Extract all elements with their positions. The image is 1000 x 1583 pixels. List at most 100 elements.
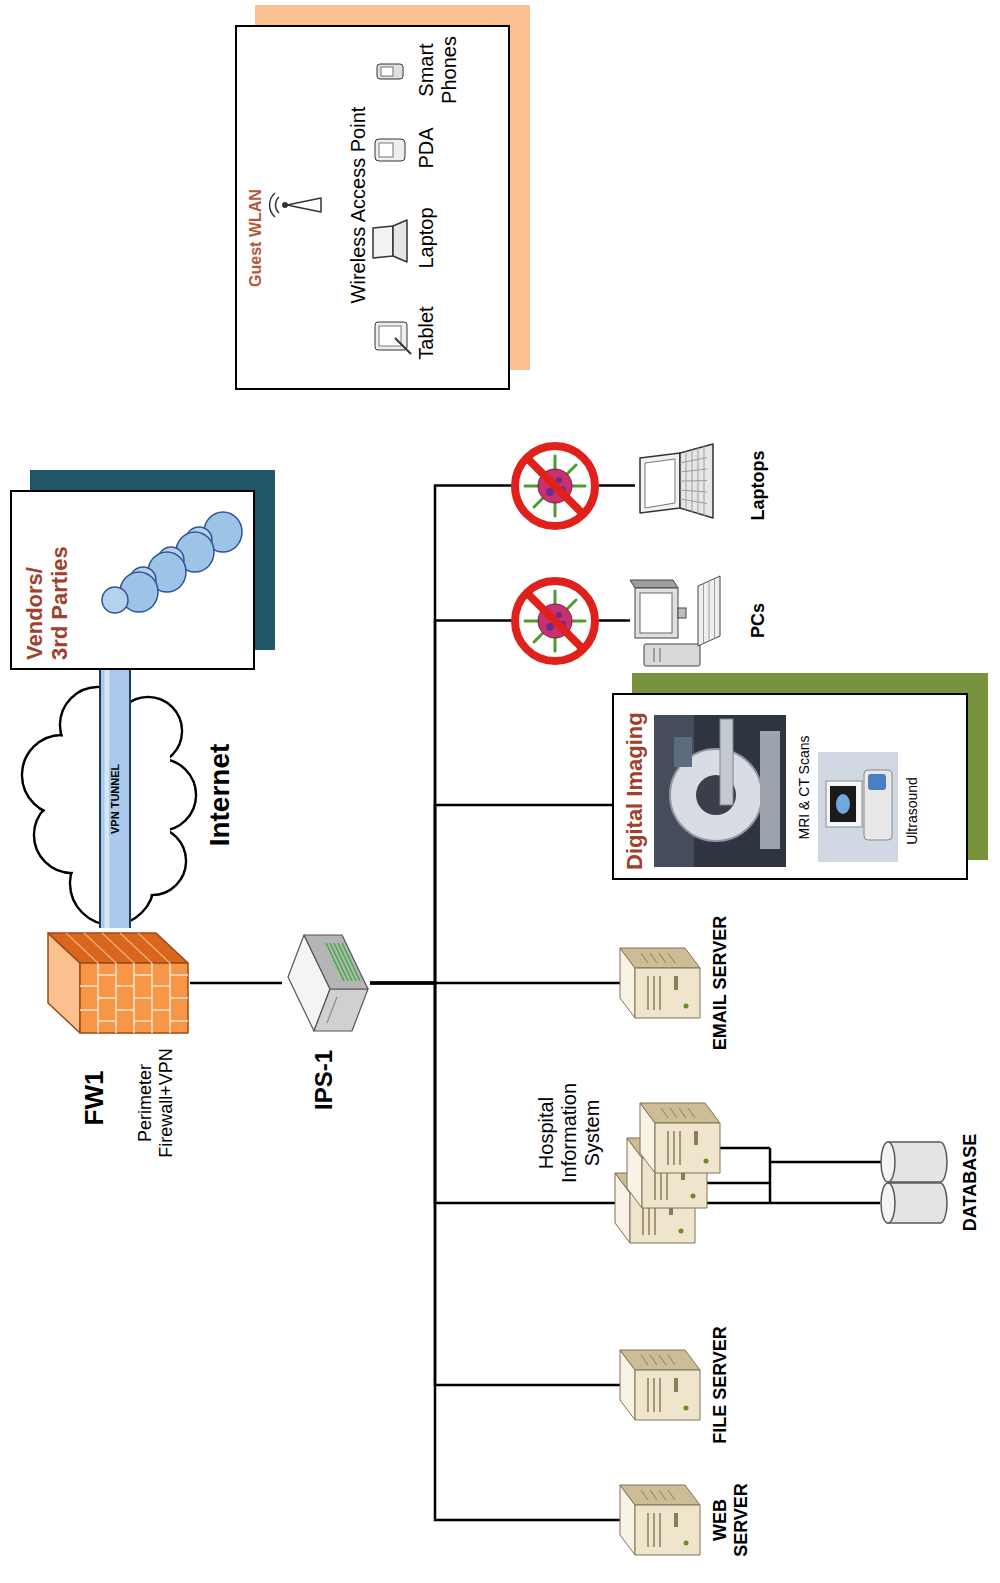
network-link	[720, 1203, 880, 1204]
connector-line	[370, 805, 612, 983]
detail-line	[647, 976, 649, 1010]
laptop-node: Laptops	[635, 443, 720, 528]
antivirus-symbol	[515, 446, 595, 526]
server-led	[704, 1159, 709, 1164]
server-led	[684, 1541, 689, 1546]
ultrasound-panel	[868, 774, 886, 790]
detail-line	[680, 490, 707, 492]
wlan-box: Guest WLANWireless Access PointTabletLap…	[235, 25, 510, 390]
ips-front	[314, 989, 368, 1031]
detail-line	[650, 1490, 657, 1500]
image-caption: Ultrasound	[904, 752, 920, 870]
detail-line	[673, 1131, 675, 1165]
database-cylinder	[881, 1183, 947, 1223]
database-icon	[880, 1140, 950, 1225]
keyboard	[698, 576, 720, 646]
mri-photo	[654, 715, 786, 867]
brick-line	[151, 963, 153, 1033]
detail-line	[653, 648, 654, 662]
device-name: PCs	[748, 573, 769, 668]
device-name: Hospital Information System	[535, 1068, 604, 1198]
database-node: DATABASE	[880, 1140, 950, 1225]
detail-line	[661, 1108, 668, 1118]
device-name: DATABASE	[960, 1115, 981, 1250]
server-drive	[674, 1513, 678, 1527]
server-node: WEB SERVER	[620, 1485, 700, 1555]
pda-icon	[375, 139, 405, 161]
network-link	[190, 983, 282, 984]
pda-screen	[379, 143, 393, 157]
monitor-stand	[678, 608, 686, 618]
ultrasound-monitor	[826, 781, 862, 827]
database-wiring	[695, 1148, 881, 1203]
brick-line	[80, 1009, 98, 1011]
detail-line	[667, 1131, 669, 1165]
server-icon	[620, 948, 700, 1018]
database-cylinder	[881, 1142, 947, 1182]
server-led	[684, 1406, 689, 1411]
brick-line	[115, 963, 117, 1033]
connector-line	[370, 486, 635, 984]
connector-line	[720, 1202, 880, 1205]
laptop-screen	[645, 459, 675, 508]
ultrasound-screen	[830, 786, 856, 822]
person-head	[102, 587, 128, 613]
connector-line	[370, 621, 630, 984]
server-node: EMAIL SERVER	[620, 948, 700, 1018]
detail-line	[688, 1108, 695, 1118]
network-link	[370, 983, 615, 1203]
server-led	[679, 1229, 684, 1234]
detail-line	[709, 581, 710, 641]
firewall-side	[48, 933, 188, 963]
network-link	[370, 805, 612, 983]
detail-line	[679, 1108, 686, 1118]
detail-line	[680, 499, 707, 504]
detail-line	[659, 1490, 666, 1500]
brick-line	[84, 933, 116, 963]
network-link	[370, 983, 620, 1385]
cluster-icon	[615, 1103, 720, 1243]
antivirus-symbol	[515, 581, 595, 661]
connector-line	[370, 983, 620, 1385]
device-caption: Tablet	[415, 293, 438, 373]
network-link	[370, 621, 630, 984]
edge-label: VPN TUNNEL	[109, 762, 122, 836]
detail-line	[659, 1378, 661, 1412]
photo-panel	[674, 737, 692, 767]
detail-line	[653, 1513, 655, 1547]
photo-ground	[818, 752, 898, 862]
detail-line	[659, 648, 660, 662]
pipe-outline	[99, 670, 131, 928]
cylinder-top	[881, 1142, 895, 1182]
detail-line	[679, 1131, 681, 1165]
antenna-mast	[287, 198, 321, 212]
device-caption: Perimeter Firewall+VPN	[135, 1038, 176, 1168]
brick-line	[116, 985, 134, 987]
phone-screen	[381, 67, 393, 76]
server-side	[620, 1485, 700, 1505]
wlan-icon	[235, 25, 510, 390]
server-side	[620, 1350, 700, 1370]
detail-line	[650, 953, 657, 963]
server-node: FILE SERVER	[620, 1350, 700, 1420]
ips-light	[338, 943, 356, 981]
brick-line	[134, 997, 152, 999]
detail-line	[647, 1513, 649, 1547]
laptop-lid	[640, 453, 680, 513]
server-front	[635, 1505, 700, 1555]
pc-tower	[644, 644, 700, 666]
server-icon	[620, 948, 700, 1018]
image-caption: MRI & CT Scans	[796, 697, 812, 878]
server-drive	[674, 976, 678, 990]
cylinder-body	[888, 1142, 947, 1182]
radio-wave	[276, 197, 279, 213]
brick-line	[152, 1009, 170, 1011]
device-name: EMAIL SERVER	[710, 903, 731, 1063]
brick-line	[134, 974, 152, 976]
vendor-box: Vendors/ 3rd Parties	[10, 490, 255, 670]
radio-wave	[270, 193, 275, 217]
server-drive	[674, 1378, 678, 1392]
monitor-side	[630, 580, 678, 588]
device-name: Laptops	[748, 431, 769, 540]
